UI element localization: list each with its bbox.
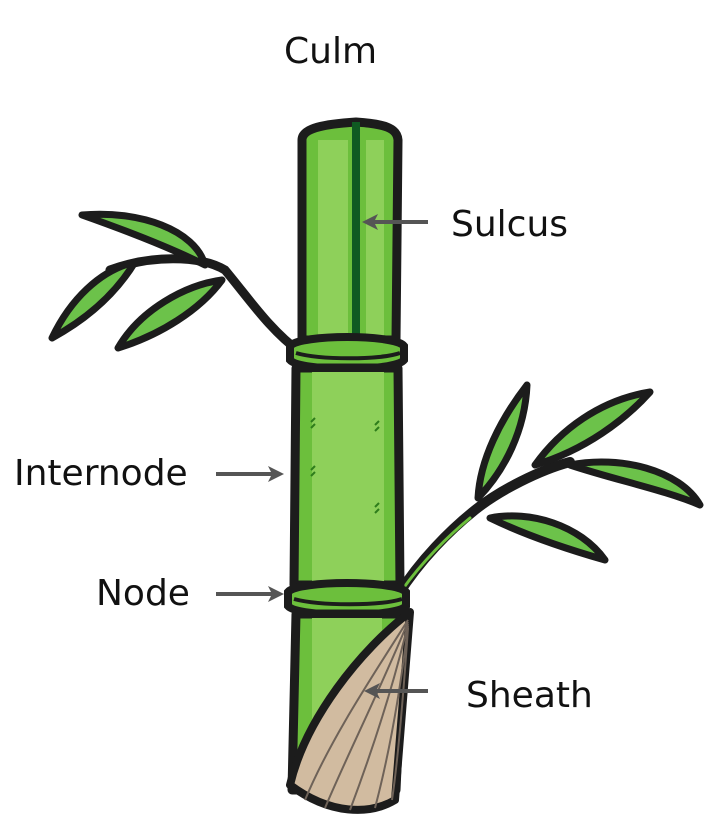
leaf xyxy=(48,258,139,342)
texture-marks xyxy=(310,417,380,514)
highlight xyxy=(318,140,348,338)
right-branch-stem-fill xyxy=(400,516,472,592)
sulcus-groove xyxy=(352,122,360,354)
upper-left-branch xyxy=(48,210,305,357)
sulcus-arrow xyxy=(362,214,428,230)
right-branch xyxy=(393,381,704,600)
culm-stem xyxy=(284,117,414,814)
upper-left-branch-stem xyxy=(105,254,305,357)
leaf xyxy=(78,210,209,269)
arrows xyxy=(216,214,428,699)
sheath xyxy=(286,608,414,814)
node-label: Node xyxy=(96,573,190,614)
leaf xyxy=(474,381,531,502)
leaf xyxy=(486,512,609,564)
right-branch-stem xyxy=(393,457,575,600)
leaf xyxy=(114,276,226,352)
internode-label: Internode xyxy=(14,453,188,494)
node-arrow xyxy=(216,586,284,602)
highlight xyxy=(312,372,384,582)
culm-label: Culm xyxy=(284,31,378,72)
sheath-arrow xyxy=(364,683,428,699)
sheath-lines xyxy=(304,619,409,811)
highlight xyxy=(366,140,384,338)
sheath-label: Sheath xyxy=(466,675,593,716)
leaf xyxy=(531,388,654,469)
leaf xyxy=(566,458,704,509)
internode-arrow xyxy=(216,466,284,482)
sulcus-label: Sulcus xyxy=(451,204,569,245)
